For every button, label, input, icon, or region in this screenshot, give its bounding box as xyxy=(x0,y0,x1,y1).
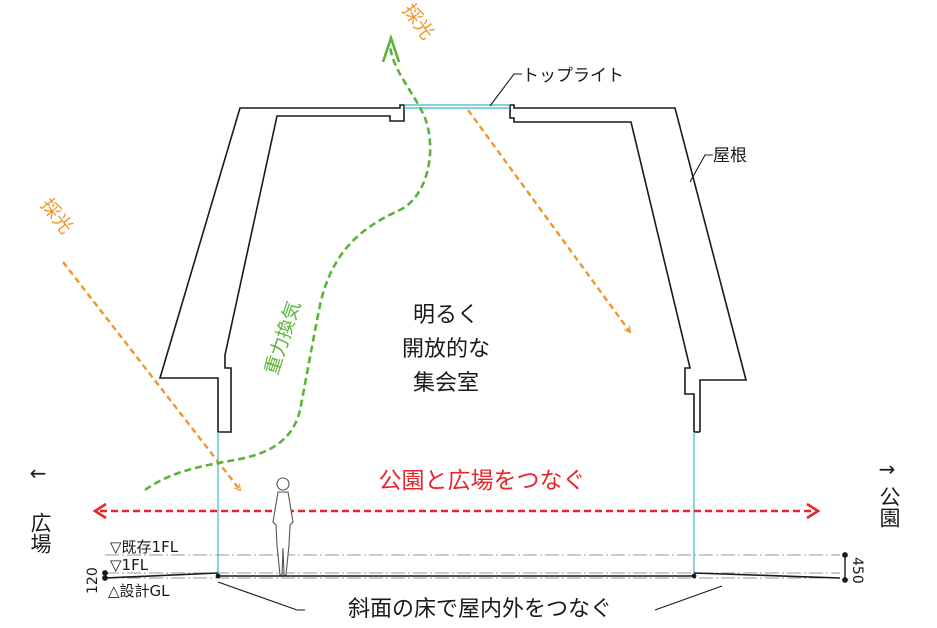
roof-label: 屋根 xyxy=(713,146,747,166)
left-arrow-glyph: ← xyxy=(30,461,47,485)
dim-120-mark xyxy=(102,570,108,581)
room-label-line3: 集会室 xyxy=(413,371,479,396)
daylight-arrows xyxy=(62,109,630,490)
floor-edge-dot-left xyxy=(215,573,221,579)
person-icon xyxy=(272,477,294,576)
right-arrow-glyph: → xyxy=(879,457,896,481)
ventilation-path xyxy=(144,44,432,492)
room-label-line1: 明るく xyxy=(413,303,479,328)
ventilation-label: 重力換気 xyxy=(261,298,305,377)
ventilation-arrowhead xyxy=(381,33,401,63)
building-section xyxy=(158,104,748,433)
connect-arrow xyxy=(92,502,821,520)
toplight-label: トップライト xyxy=(522,66,624,86)
connect-label: 公園と広場をつなぐ xyxy=(379,468,586,494)
room-label-line2: 開放的な xyxy=(402,337,490,362)
dim-120-label: 120 xyxy=(85,567,101,594)
leader-lines xyxy=(217,73,723,611)
design-gl-label: △設計GL xyxy=(108,582,170,600)
fl1-label: ▽1FL xyxy=(110,556,149,574)
daylight-label-left: 採光 xyxy=(36,195,77,239)
right-destination-label: 公園 xyxy=(877,486,901,528)
slope-note-label: 斜面の床で屋内外をつなぐ xyxy=(348,597,612,622)
floor-edge-dot-right xyxy=(691,573,697,579)
daylight-label-top: 採光 xyxy=(398,0,438,44)
existing-fl-label: ▽既存1FL xyxy=(110,538,179,556)
left-destination-label: 広場 xyxy=(28,512,52,554)
dim-450-label: 450 xyxy=(849,557,865,584)
dim-450-mark xyxy=(842,552,848,583)
glazing xyxy=(217,104,695,573)
ground-line xyxy=(104,572,841,579)
